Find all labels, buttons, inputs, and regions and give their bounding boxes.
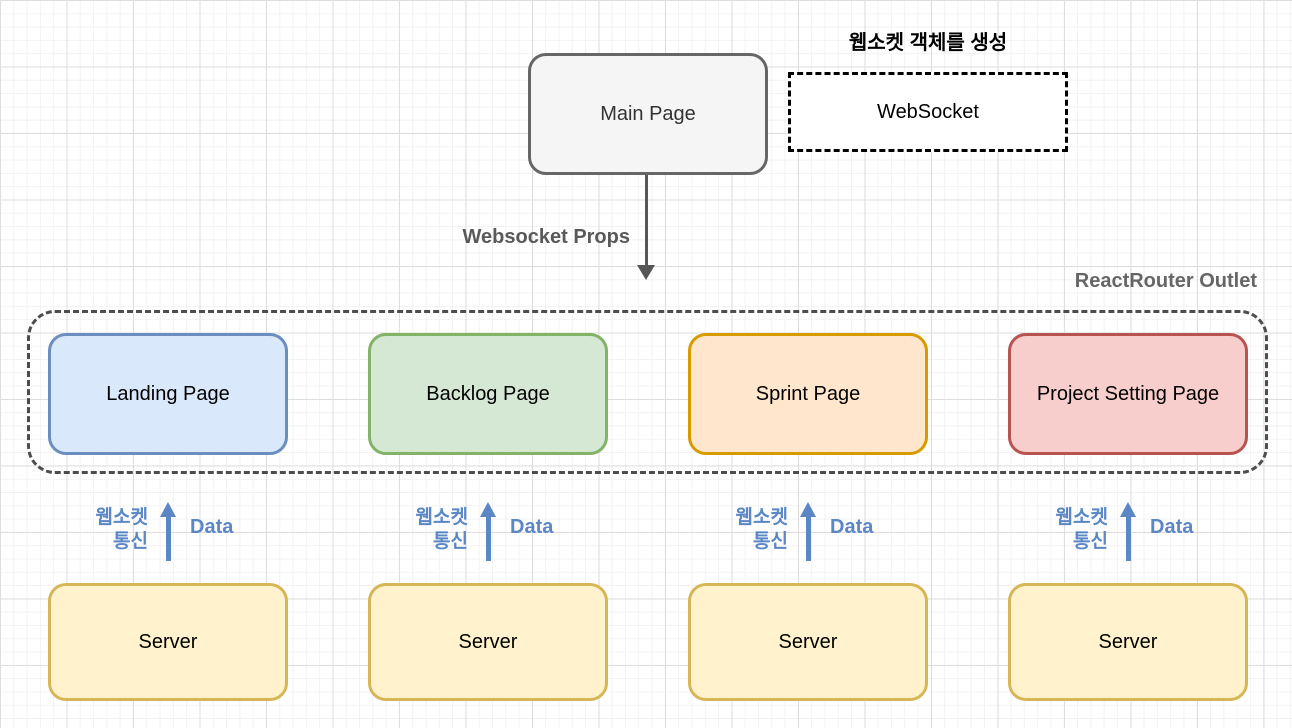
websocket-create-annotation: 웹소켓 객체를 생성 (848, 32, 1008, 54)
project-setting-page-label: Project Setting Page (1036, 382, 1220, 405)
server-node-2: Server (368, 583, 608, 701)
arrow-up-shaft (486, 516, 491, 561)
arrow-up-shaft (806, 516, 811, 561)
connection-project-setting: 웹소켓 통신 Data (1008, 498, 1248, 564)
arrow-up-head-icon (1120, 502, 1136, 517)
connection-backlog: 웹소켓 통신 Data (368, 498, 608, 564)
server-node-1: Server (48, 583, 288, 701)
backlog-page-label: Backlog Page (426, 382, 550, 405)
websocket-props-label: Websocket Props (462, 226, 630, 248)
data-label: Data (1150, 516, 1194, 538)
landing-page-label: Landing Page (106, 382, 230, 405)
react-router-outlet-container (27, 310, 1268, 474)
arrow-up-shaft (166, 516, 171, 561)
websocket-comm-label: 웹소켓 통신 (95, 507, 148, 552)
connection-landing: 웹소켓 통신 Data (48, 498, 288, 564)
websocket-comm-label: 웹소켓 통신 (735, 507, 788, 552)
websocket-comm-label: 웹소켓 통신 (1055, 507, 1108, 552)
websocket-comm-label: 웹소켓 통신 (415, 507, 468, 552)
project-setting-page-node: Project Setting Page (1008, 333, 1248, 455)
main-page-node: Main Page (528, 53, 768, 175)
data-label: Data (190, 516, 234, 538)
server-node-4: Server (1008, 583, 1248, 701)
websocket-label: WebSocket (877, 100, 979, 123)
data-label: Data (510, 516, 554, 538)
arrow-shaft (645, 175, 648, 266)
arrow-down-head-icon (637, 265, 655, 280)
server-label: Server (1098, 630, 1158, 653)
main-page-label: Main Page (600, 102, 696, 125)
backlog-page-node: Backlog Page (368, 333, 608, 455)
websocket-node: WebSocket (788, 72, 1068, 152)
server-label: Server (458, 630, 518, 653)
sprint-page-label: Sprint Page (755, 382, 861, 405)
landing-page-node: Landing Page (48, 333, 288, 455)
server-label: Server (778, 630, 838, 653)
react-router-outlet-label: ReactRouter Outlet (1074, 270, 1257, 292)
sprint-page-node: Sprint Page (688, 333, 928, 455)
data-label: Data (830, 516, 874, 538)
arrow-up-head-icon (480, 502, 496, 517)
server-label: Server (138, 630, 198, 653)
arrow-up-shaft (1126, 516, 1131, 561)
arrow-up-head-icon (800, 502, 816, 517)
server-node-3: Server (688, 583, 928, 701)
connection-sprint: 웹소켓 통신 Data (688, 498, 928, 564)
arrow-up-head-icon (160, 502, 176, 517)
